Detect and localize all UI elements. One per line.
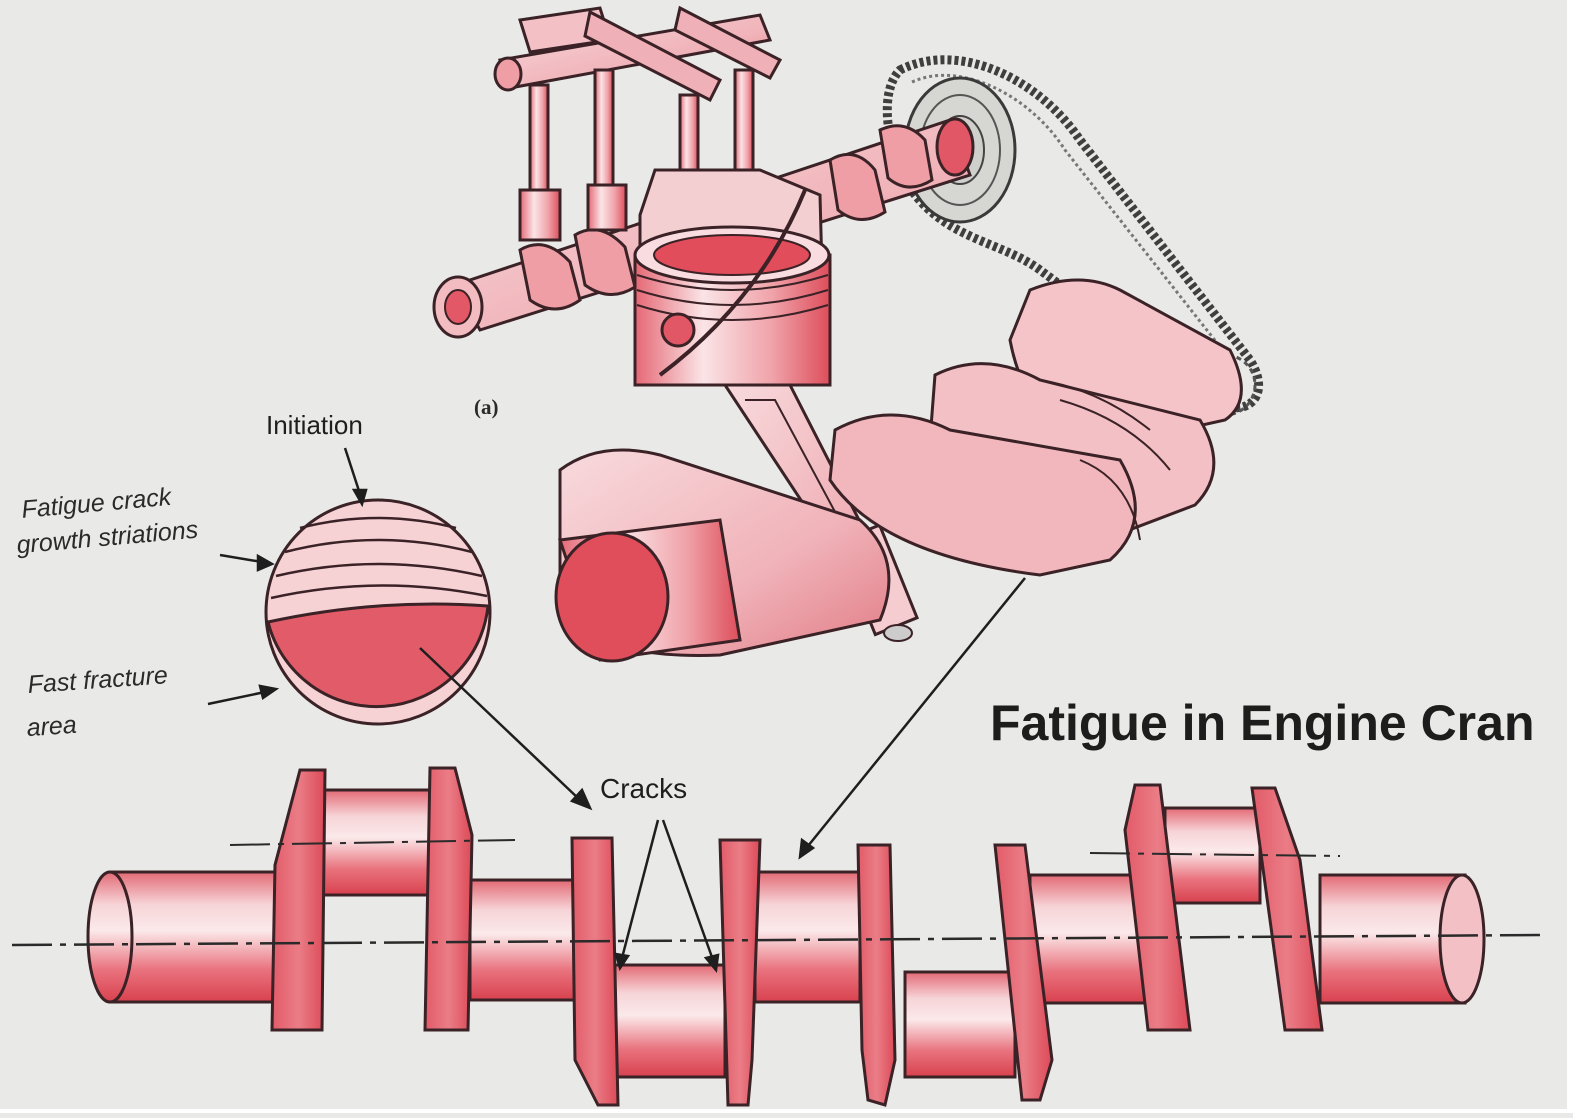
slide-title: Fatigue in Engine Cran <box>990 694 1534 752</box>
fast-fracture-label-line2: area <box>26 711 78 742</box>
bottom-edge-border <box>0 1109 1573 1113</box>
initiation-label: Initiation <box>266 410 363 440</box>
crankshaft-elevation <box>12 768 1545 1105</box>
cracks-label: Cracks <box>600 773 687 804</box>
piston <box>635 170 830 385</box>
striations-label-line1: Fatigue crack <box>20 483 173 524</box>
striations-label-line2: growth striations <box>15 516 199 560</box>
engine-assembly-illustration <box>434 8 1259 661</box>
upper-crank-webs <box>830 280 1241 575</box>
right-edge-border <box>1567 0 1573 1113</box>
fast-fracture-label-line1: Fast fracture <box>27 661 169 699</box>
fracture-surface-illustration <box>266 500 490 724</box>
panel-label: (a) <box>474 395 499 419</box>
